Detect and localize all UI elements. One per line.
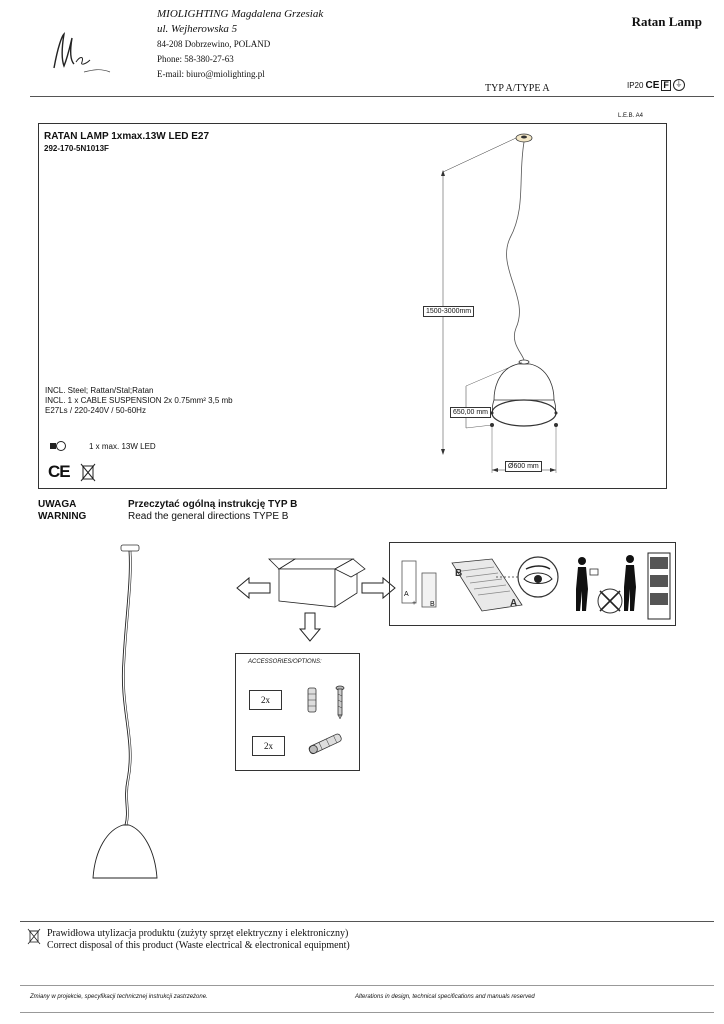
disposal-bin-icon: [27, 927, 41, 945]
lamp-illustration: [92, 544, 158, 879]
accessory-qty-1: 2x: [249, 690, 282, 710]
doc-label-plus: +: [412, 600, 417, 607]
footer-note-pl: Zmiany w projekcie, specyfikacji technic…: [30, 994, 208, 1000]
ce-icon: CE: [48, 462, 71, 481]
bulb-icon: [50, 441, 66, 451]
doc-label-a: A: [404, 591, 409, 598]
header-divider: [30, 96, 714, 97]
anchor-bolt-icon: [308, 733, 342, 755]
ground-icon: ⏚: [672, 79, 685, 91]
spec-code: 292-170-5N1013F: [44, 144, 109, 153]
spec-materials: INCL. Steel; Rattan/Stal;Ratan: [45, 386, 154, 395]
warning-text-en: Read the general directions TYPE B: [128, 511, 289, 522]
spec-title: RATAN LAMP 1xmax.13W LED E27: [44, 131, 210, 142]
diameter-label: Ø600 mm: [505, 461, 542, 472]
company-phone: Phone: 58-380-27-63: [157, 54, 234, 64]
disposal-text-pl: Prawidłowa utylizacja produktu (zużyty s…: [47, 928, 349, 939]
doc-label-b: B: [430, 601, 435, 608]
instructions-panel: [389, 542, 676, 626]
company-street: ul. Wejherowska 5: [157, 23, 238, 35]
wall-plug-icon: [307, 687, 317, 713]
accessories-title: ACCESSORIES/OPTIONS:: [248, 659, 322, 665]
company-name: MIOLIGHTING Magdalena Grzesiak: [157, 8, 324, 20]
accessories-panel: [235, 653, 360, 771]
shade-height-label: 650,00 mm: [450, 407, 492, 418]
type-label: TYP A/TYPE A: [485, 83, 550, 94]
spec-suspension: INCL. 1 x CABLE SUSPENSION 2x 0.75mm² 3,…: [45, 396, 233, 405]
spec-electrical: E27Ls / 220-240V / 50-60Hz: [45, 406, 146, 415]
manual-label-b: B: [455, 568, 463, 579]
company-city: 84-208 Dobrzewino, POLAND: [157, 39, 271, 49]
spec-panel: [38, 123, 667, 489]
height-range-label: 1500-3000mm: [423, 306, 475, 317]
signature-logo: [53, 31, 111, 73]
product-name: Ratan Lamp: [631, 14, 702, 29]
screw-icon: [335, 685, 345, 720]
footer-divider-top: [20, 985, 714, 986]
disposal-text-en: Correct disposal of this product (Waste …: [47, 940, 350, 951]
arrow-right-icon: [361, 576, 396, 600]
disposal-divider: [20, 921, 714, 922]
manual-label-a: A: [510, 598, 518, 609]
instruction-steps-illustration: [401, 552, 671, 620]
arrow-down-icon: [298, 612, 322, 642]
company-email: E-mail: biuro@miolighting.pl: [157, 69, 265, 79]
lamp-technical-drawing: [441, 133, 558, 473]
footer-divider-bottom: [20, 1012, 714, 1013]
package-box-icon: [268, 558, 366, 608]
warning-label-en: WARNING: [38, 511, 87, 522]
footer-note-en: Alterations in design, technical specifi…: [355, 994, 535, 1000]
arrow-left-icon: [236, 576, 271, 600]
bulb-text: 1 x max. 13W LED: [89, 442, 156, 451]
accessory-qty-2: 2x: [252, 736, 285, 756]
warning-label-pl: UWAGA: [38, 499, 77, 510]
f-mark-icon: F: [661, 79, 671, 91]
weee-bin-icon: [80, 462, 96, 482]
ce-mark-icon: CE: [645, 79, 660, 91]
company-logo: [40, 16, 140, 86]
doc-code: L.E.B. A4: [618, 113, 644, 119]
warning-text-pl: Przeczytać ogólną instrukcję TYP B: [128, 499, 298, 510]
ip-rating: IP20: [627, 80, 644, 90]
